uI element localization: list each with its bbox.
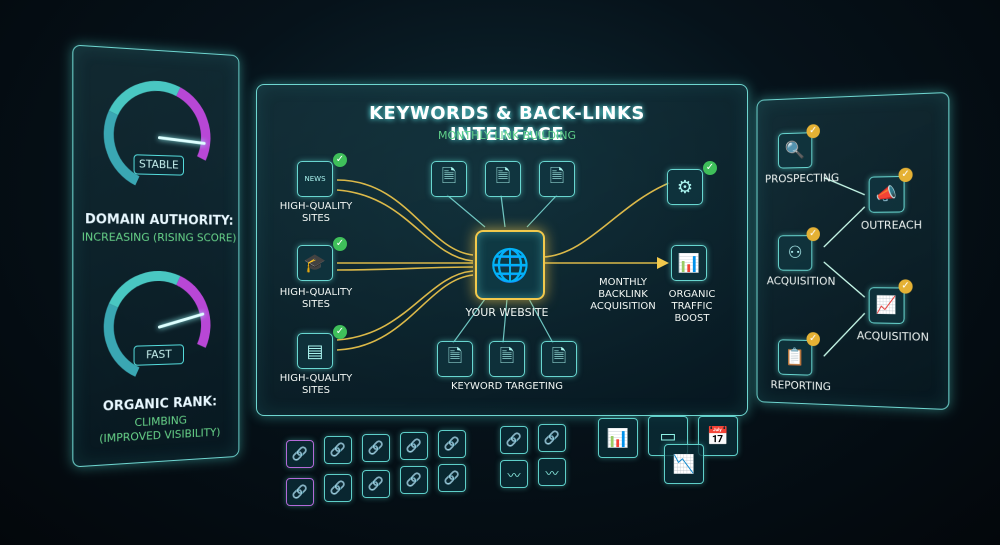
keyword-targeting-label: KEYWORD TARGETING [450,381,564,392]
document-search-icon[interactable]: 🗎 [539,161,575,197]
domain-authority-title: DOMAIN AUTHORITY: [84,212,234,229]
graduation-cap-icon[interactable]: 🎓 [297,245,333,281]
network-icon[interactable]: ⚇ [778,235,813,271]
check-icon: ✓ [333,237,347,251]
step-label: ACQUISITION [766,274,836,288]
domain-authority-status: INCREASING (RISING SCORE) [81,230,237,245]
gear-target-icon[interactable]: ⚙ [667,169,703,205]
link-icon[interactable]: 🔗 [286,440,314,468]
link-icon[interactable]: 🔗 [362,470,390,498]
workflow-panel: 🔍 ✓ PROSPECTING 📣 ✓ OUTREACH ⚇ ✓ ACQUISI… [756,91,950,411]
check-icon: ✓ [703,161,717,175]
document-search-icon[interactable]: 🗎 [437,341,473,377]
link-icon[interactable]: 🔗 [286,478,314,506]
step-label: OUTREACH [860,218,923,232]
megaphone-icon[interactable]: 📣 [868,175,905,213]
website-globe-icon[interactable]: 🌐 [475,230,545,300]
step-label: PROSPECTING [764,171,840,186]
report-icon[interactable]: 📋 [778,339,813,376]
document-search-icon[interactable]: 🗎 [485,161,521,197]
gauge-arc [88,67,225,206]
check-icon: ✓ [898,279,913,294]
link-icon[interactable]: 🔗 [324,436,352,464]
flow-lines [336,179,670,351]
link-building-panel: KEYWORDS & BACK-LINKS INTERFACE MONTHLY … [256,84,748,416]
bar-chart-icon[interactable]: 📊 [598,418,638,458]
check-icon: ✓ [333,153,347,167]
news-icon[interactable]: NEWS [297,161,333,197]
link-icon[interactable]: 🔗 [438,464,466,492]
page-title: KEYWORDS & BACK-LINKS INTERFACE [369,103,645,145]
document-search-icon[interactable]: 🗎 [541,341,577,377]
trend-line-icon[interactable]: 〰 [538,458,566,486]
status-badge: FAST [133,344,184,366]
document-search-icon[interactable]: 🗎 [489,341,525,377]
link-icon[interactable]: 🔗 [500,426,528,454]
link-icon[interactable]: 🔗 [362,434,390,462]
prospecting-magnifier-icon[interactable]: 🔍 [778,132,813,169]
bar-chart-icon[interactable]: 📊 [671,245,707,281]
metrics-panel: STABLE DOMAIN AUTHORITY: INCREASING (RIS… [72,44,240,468]
line-chart-icon[interactable]: 📉 [664,444,704,484]
calendar-icon[interactable]: 📅 [698,416,738,456]
organic-rank-gauge: FAST [88,255,225,398]
domain-authority-gauge: STABLE [88,67,225,206]
page-subtitle: MONTHLY LINK BUILDING [438,129,576,142]
link-icon[interactable]: 🔗 [400,466,428,494]
check-icon: ✓ [806,227,820,242]
trend-chart-icon[interactable]: 📈 [868,287,905,325]
hub-label: YOUR WEBSITE [465,306,549,319]
check-icon: ✓ [333,325,347,339]
trend-line-icon[interactable]: 〰 [500,460,528,488]
gauge-arc [88,255,225,398]
step-label: ACQUISITION [856,329,929,344]
link-icon[interactable]: 🔗 [538,424,566,452]
webpage-icon[interactable]: ▤ [297,333,333,369]
check-icon: ✓ [806,332,820,347]
document-search-icon[interactable]: 🗎 [431,161,467,197]
link-icon[interactable]: 🔗 [400,432,428,460]
link-icon[interactable]: 🔗 [324,474,352,502]
link-icon[interactable]: 🔗 [438,430,466,458]
step-label: REPORTING [770,378,831,394]
status-badge: STABLE [133,154,184,176]
